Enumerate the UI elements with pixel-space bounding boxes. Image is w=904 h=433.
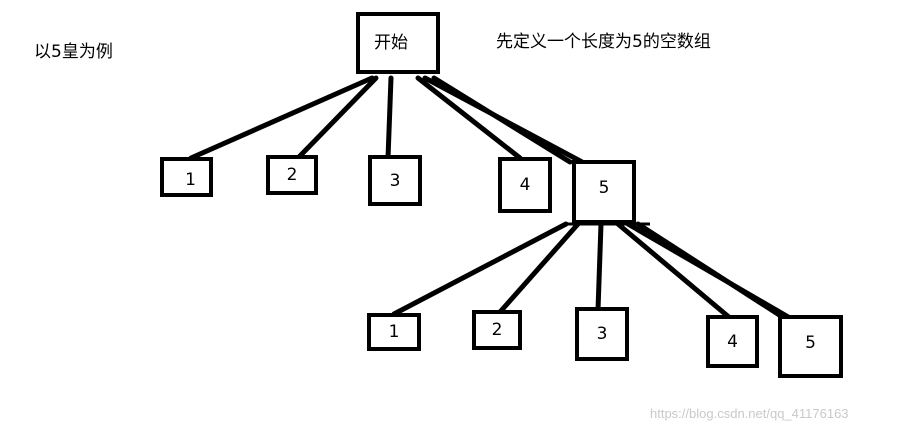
node-label: 4 [727,331,738,352]
level2-node-3: 3 [575,307,629,361]
edge-root-3 [385,75,394,161]
level2-node-5: 5 [778,315,843,378]
edge-root-1 [188,75,375,161]
node-label: 1 [185,170,196,190]
edge-root-2 [295,75,379,161]
edge-root-4 [415,75,523,161]
node-label: 3 [389,170,401,191]
node-label: 4 [519,175,531,195]
edge-5-4 [615,221,733,321]
level1-node-1: 1 [160,157,213,197]
edges-5-to-level2 [391,221,793,321]
edge-5-1 [391,221,569,317]
watermark: https://blog.csdn.net/qq_41176163 [650,406,849,421]
node-label: 3 [596,324,608,344]
level2-node-4: 4 [706,315,759,368]
example-note: 以5皇为例 [34,42,113,62]
level1-node-4: 4 [498,157,552,213]
node-label: 5 [598,178,610,198]
array-note: 先定义一个长度为5的空数组 [496,32,711,52]
edge-root-5b [431,75,573,165]
level1-node-2: 2 [266,155,318,195]
level1-node-5: 5 [572,160,636,224]
edge-5-3 [595,221,604,313]
level1-node-3: 3 [368,155,422,206]
edge-5-2 [497,221,581,315]
root-node-label: 开始 [374,32,408,53]
edge-5-5b [635,221,787,321]
edges-root-to-level1 [188,75,585,165]
level2-node-2: 2 [472,310,522,350]
node-label: 1 [388,322,400,342]
node-label: 5 [805,332,816,353]
node-label: 2 [491,320,503,340]
root-node-start: 开始 [356,12,440,74]
level2-node-1: 1 [367,313,421,351]
node-label: 2 [286,165,298,185]
